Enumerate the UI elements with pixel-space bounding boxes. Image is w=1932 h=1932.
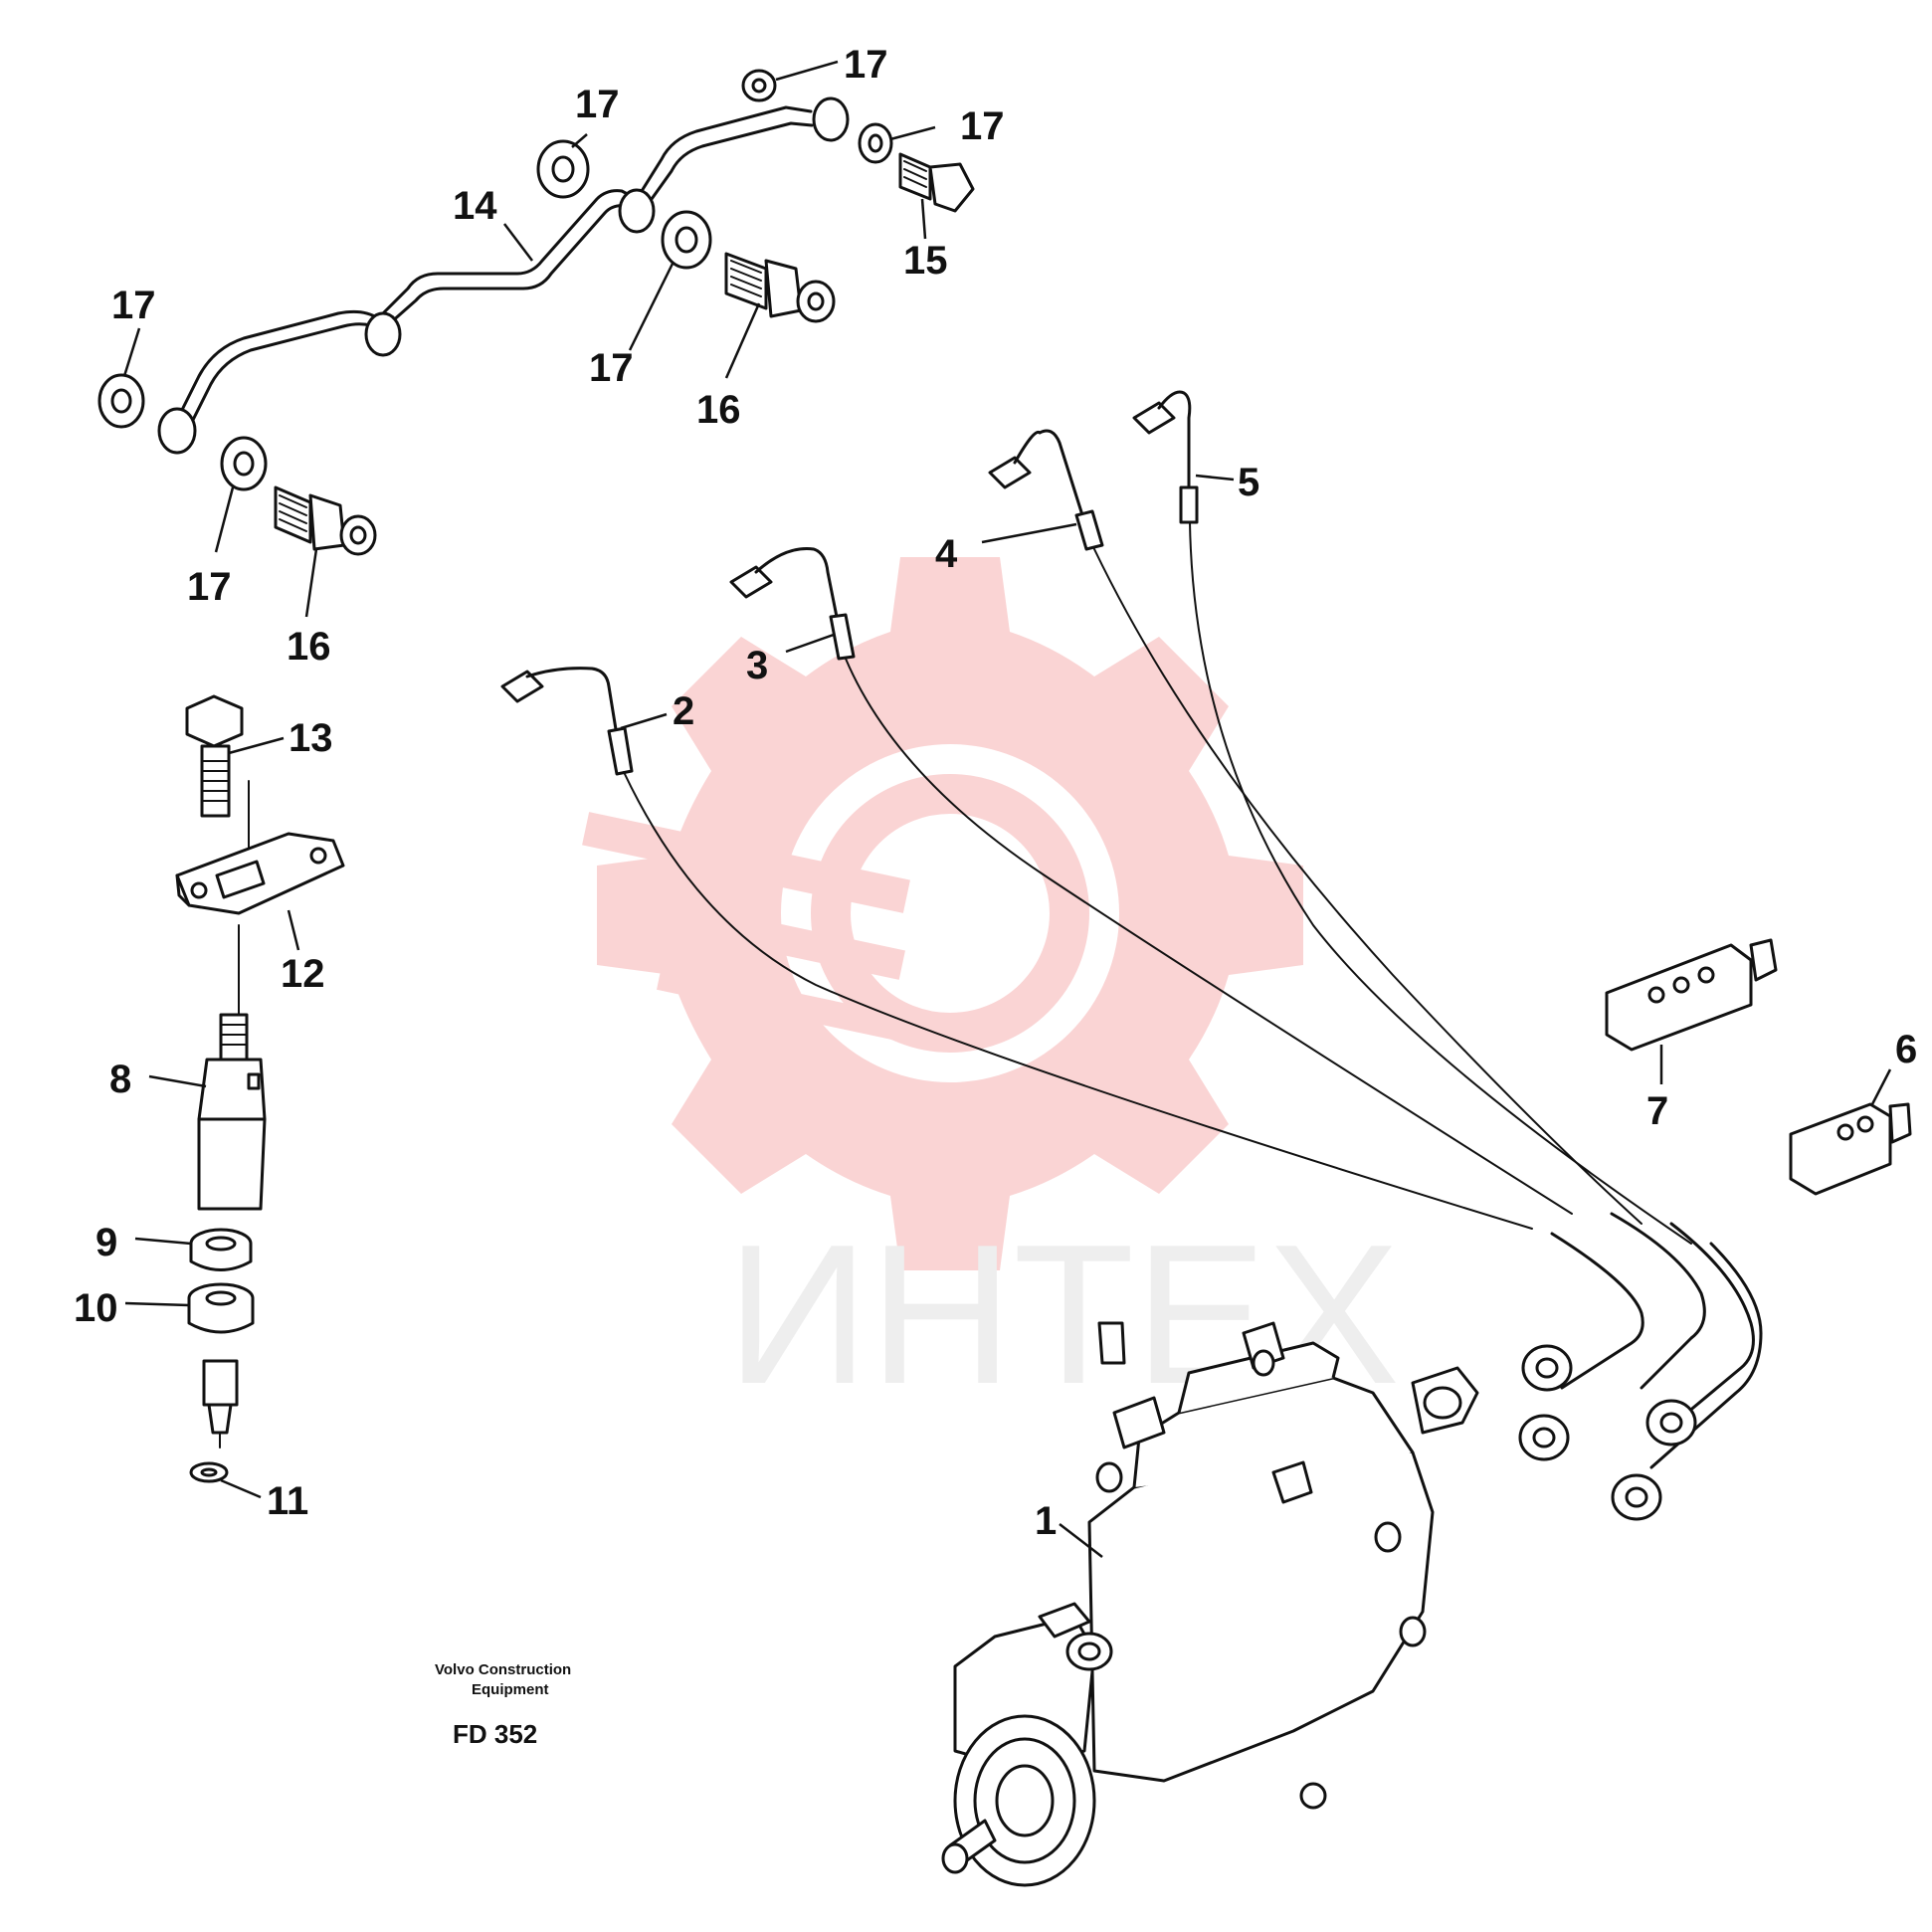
washer-17 [741,69,777,102]
pipe-nut [1611,1473,1662,1521]
callout-1: 1 [1035,1499,1057,1543]
callout-17-middle: 17 [589,346,634,390]
callout-15: 15 [903,239,948,283]
banjo-eye [812,97,850,142]
watermark-stripe [582,812,910,913]
callout-4: 4 [935,532,958,576]
callout-12: 12 [281,952,325,996]
washer-11 [189,1461,229,1483]
washer-17 [858,122,893,164]
leader-lines [122,60,1892,1558]
callout-8: 8 [109,1058,131,1101]
pressure-pipe-3 [729,546,1573,1215]
pressure-pipe-4 [988,429,1642,1225]
pipe-nut [1518,1414,1570,1461]
watermark-gear-shape [597,557,1303,1270]
watermark-gear-ring [811,774,1089,1053]
washer-17 [536,139,590,199]
washer-17 [220,436,268,491]
injection-pipes [500,390,1763,1521]
callout-14: 14 [453,184,497,228]
callout-10: 10 [74,1286,118,1330]
caption-manufacturer-line1: Volvo Construction [435,1661,571,1678]
watermark-stripe [657,964,905,1042]
banjo-bolt-16 [724,252,836,323]
banjo-eye [618,188,656,234]
bolt-13 [185,694,244,818]
pump-fitting [1252,1349,1275,1377]
pump-fitting [1399,1616,1427,1647]
pressure-pipe-2 [500,667,1533,1230]
sleeve-10 [187,1282,255,1334]
callout-17-top-right: 17 [844,43,888,87]
watermark-stripe [617,890,905,980]
clamp-12 [175,832,345,915]
callout-7: 7 [1646,1089,1668,1133]
return-pipe-14 [172,105,813,428]
pump-fitting [1095,1461,1123,1493]
pressure-pipe-5 [1132,390,1692,1245]
injector-8 [197,1013,267,1211]
callout-labels: 1 2 3 4 5 6 7 8 9 10 11 12 13 14 15 16 1… [74,43,1917,1543]
pipe-clip-7 [1605,938,1778,1052]
callout-16-upper: 16 [696,388,741,432]
pipe-clip-6 [1789,1102,1912,1196]
watermark-gear-hole [781,744,1119,1082]
washer-17 [661,210,712,270]
pipe-nut [1521,1344,1573,1392]
callout-17-left: 17 [111,284,156,327]
callout-17-lower: 17 [187,565,232,609]
caption-figure-code: FD 352 [453,1719,537,1749]
caption-manufacturer-line2: Equipment [472,1681,549,1698]
washer-17 [97,373,145,429]
banjo-eye [364,311,402,357]
callout-9: 9 [96,1221,117,1264]
watermark-logo: ИНТЕХ [582,557,1400,1426]
injection-pump-1 [941,1321,1479,1887]
callout-11: 11 [267,1479,308,1523]
pump-fitting [1374,1521,1402,1553]
callout-16-lower: 16 [287,625,331,669]
callout-17-right: 17 [960,104,1005,148]
callout-13: 13 [289,716,333,760]
watermark-gear-icon [582,557,1303,1270]
banjo-bolt-16 [274,485,377,556]
callout-6: 6 [1895,1028,1917,1071]
washer-9 [189,1228,253,1271]
injector-assembly [175,694,345,1483]
callout-2: 2 [673,689,694,733]
callout-17-top: 17 [575,83,620,126]
banjo-bolt-15 [898,152,975,213]
return-pipe-assembly [97,69,975,556]
callout-3: 3 [746,644,768,687]
banjo-eye [157,407,197,455]
figure-caption: Volvo Construction Equipment FD 352 [435,1661,571,1749]
callout-5: 5 [1238,461,1259,504]
nozzle [202,1359,239,1449]
pipe-nut [1645,1399,1697,1447]
